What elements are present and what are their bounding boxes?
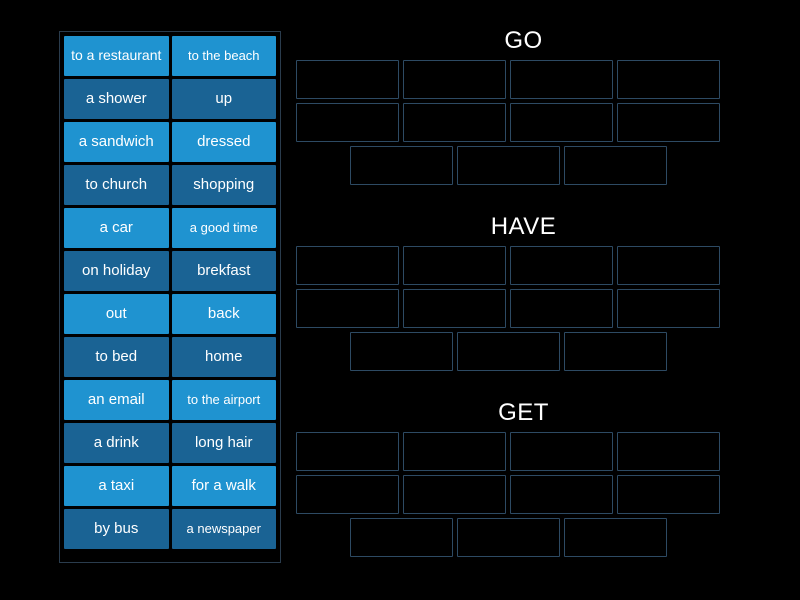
drop-zone-row [296,475,776,514]
sort-group-have: HAVE [296,210,776,396]
drop-zone[interactable] [617,60,720,99]
drop-zone[interactable] [350,332,453,371]
drop-zone-rows [296,60,776,185]
group-title: HAVE [490,213,557,240]
drop-zone[interactable] [510,103,613,142]
word-tile[interactable]: brekfast [171,251,276,291]
group-title: GO [504,27,543,54]
drop-zone[interactable] [617,103,720,142]
drop-zone-row [296,60,776,99]
drop-zone[interactable] [510,289,613,328]
drop-zone[interactable] [350,518,453,557]
drop-zone[interactable] [296,60,399,99]
word-tile[interactable]: up [171,79,276,119]
drop-zone-row [296,146,776,185]
drop-zone[interactable] [296,432,399,471]
drop-zone-row [296,432,776,471]
drop-zone-rows [296,246,776,371]
word-tile[interactable]: to bed [64,337,169,377]
drop-zone[interactable] [457,146,560,185]
drop-zone[interactable] [564,518,667,557]
word-tile[interactable]: dressed [171,122,276,162]
word-tile[interactable]: on holiday [64,251,169,291]
drop-zone[interactable] [403,432,506,471]
drop-zone[interactable] [296,289,399,328]
drop-zone[interactable] [617,475,720,514]
word-tile[interactable]: shopping [171,165,276,205]
drop-zone[interactable] [403,60,506,99]
word-tile[interactable]: a newspaper [171,509,276,549]
drop-zone[interactable] [350,146,453,185]
drop-zone-row [296,246,776,285]
word-tile[interactable]: out [64,294,169,334]
drop-zone[interactable] [296,103,399,142]
word-tile[interactable]: to a restaurant [64,36,169,76]
word-tile[interactable]: home [171,337,276,377]
drop-zone[interactable] [296,475,399,514]
sorting-area: GO HAVE GET [296,24,776,584]
word-tile[interactable]: a shower [64,79,169,119]
drop-zone[interactable] [564,146,667,185]
drop-zone[interactable] [457,518,560,557]
drop-zone[interactable] [403,475,506,514]
drop-zone[interactable] [403,246,506,285]
drop-zone[interactable] [510,246,613,285]
drop-zone-row [296,289,776,328]
drop-zone[interactable] [617,289,720,328]
drop-zone[interactable] [510,475,613,514]
group-title: GET [498,399,549,426]
drop-zone-rows [296,432,776,557]
sort-group-get: GET [296,396,776,582]
sort-group-go: GO [296,24,776,210]
word-tile[interactable]: a good time [171,208,276,248]
word-tile[interactable]: a car [64,208,169,248]
word-tile[interactable]: to church [64,165,169,205]
drop-zone-row [296,332,776,371]
drop-zone[interactable] [403,103,506,142]
drop-zone-row [296,518,776,557]
word-tile[interactable]: an email [64,380,169,420]
drop-zone-row [296,103,776,142]
drop-zone[interactable] [457,332,560,371]
word-tile[interactable]: by bus [64,509,169,549]
drop-zone[interactable] [403,289,506,328]
drop-zone[interactable] [510,60,613,99]
word-tile[interactable]: a sandwich [64,122,169,162]
drop-zone[interactable] [564,332,667,371]
word-tile[interactable]: to the airport [171,380,276,420]
word-tile[interactable]: back [171,294,276,334]
drop-zone[interactable] [296,246,399,285]
word-tile[interactable]: long hair [171,423,276,463]
word-tile[interactable]: to the beach [171,36,276,76]
word-tile[interactable]: for a walk [171,466,276,506]
word-tile[interactable]: a taxi [64,466,169,506]
drop-zone[interactable] [617,432,720,471]
drop-zone[interactable] [617,246,720,285]
word-tile[interactable]: a drink [64,423,169,463]
drop-zone[interactable] [510,432,613,471]
